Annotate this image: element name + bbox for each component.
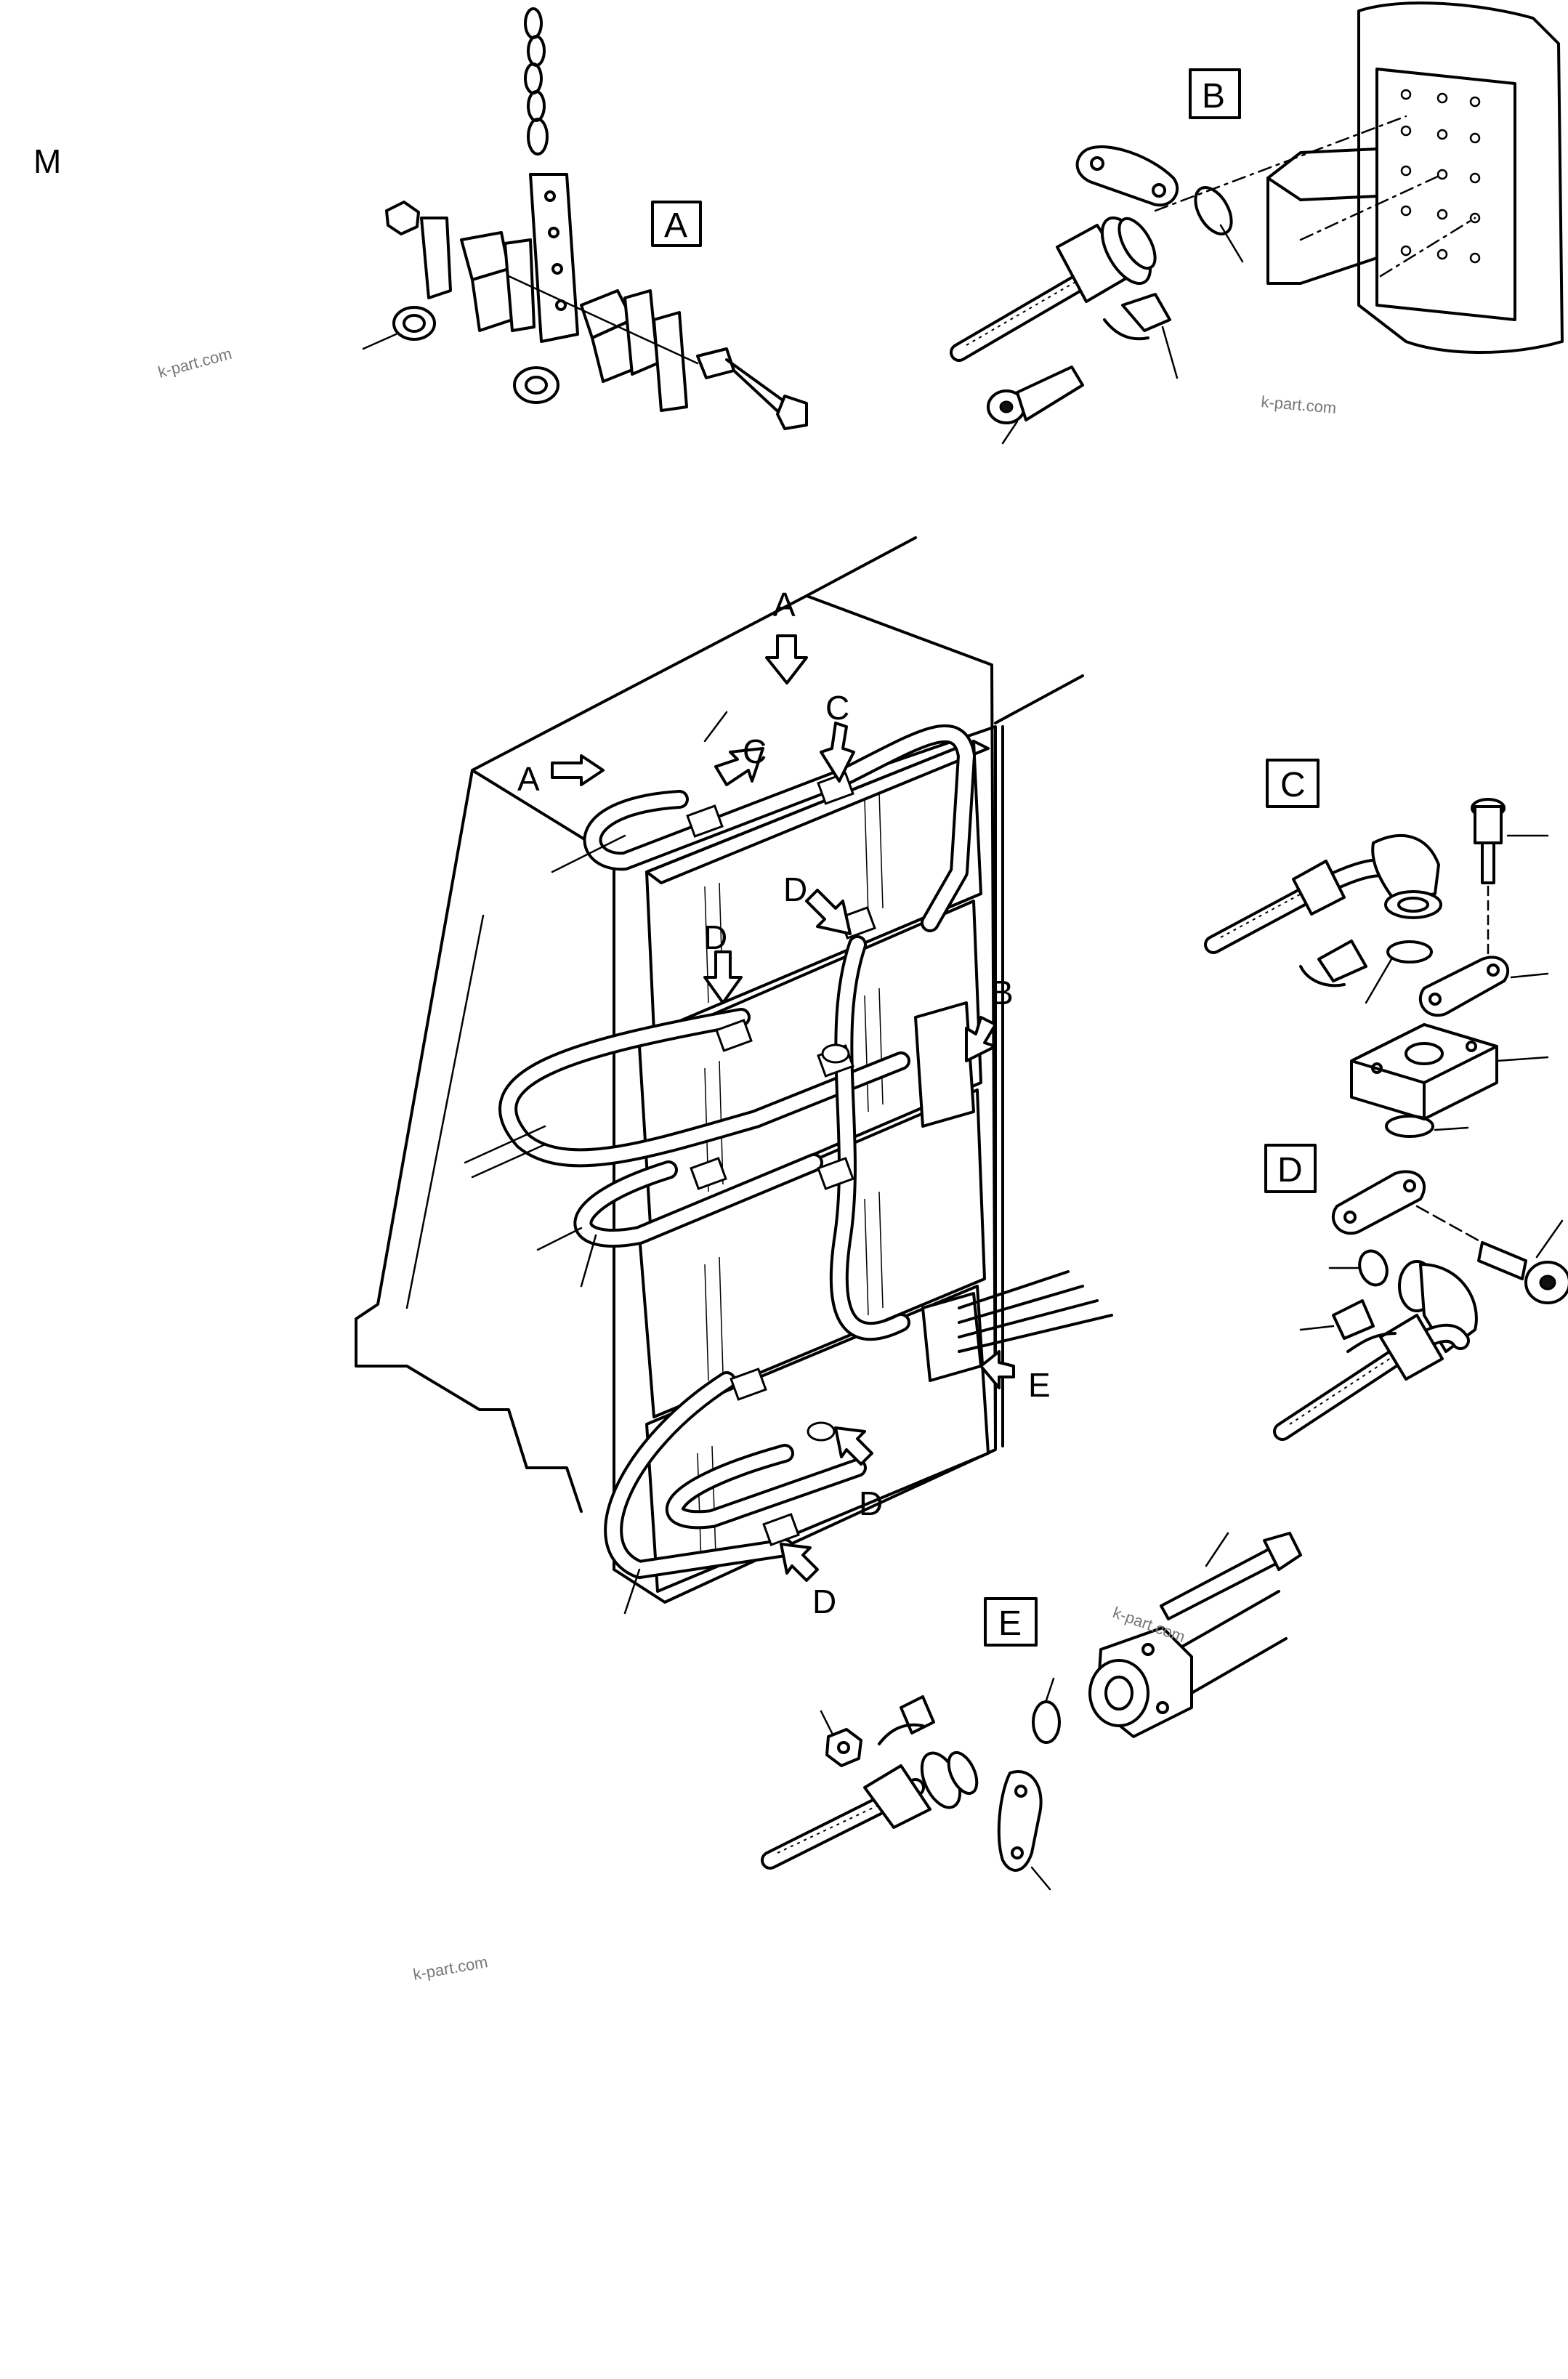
detail-c-label-box <box>1266 759 1320 808</box>
callout-a-left: A <box>517 760 540 798</box>
callout-arrows <box>551 634 1015 1582</box>
watermark-text: k-part.com <box>156 344 234 381</box>
callout-d-bottom: D <box>812 1583 836 1620</box>
detail-e-flange-fitting <box>761 1532 1302 1891</box>
chain-icon <box>524 7 549 155</box>
detail-b-label: B <box>1202 77 1225 116</box>
detail-a-label: A <box>664 206 687 245</box>
watermark-text: k-part.com <box>1261 392 1338 417</box>
callout-a-top: A <box>773 586 796 623</box>
detail-c-label: C <box>1280 766 1306 804</box>
detail-d-label: D <box>1277 1151 1303 1190</box>
callout-d-upper-right: D <box>783 871 807 908</box>
detail-b-label-box <box>1189 68 1241 119</box>
detail-b-flange-connection <box>950 1 1564 445</box>
callout-e-side: E <box>1028 1366 1051 1404</box>
main-assembly-drawing <box>355 536 1113 1615</box>
watermark-text: k-part.com <box>412 1952 490 1984</box>
callout-c-right: C <box>825 689 849 727</box>
callout-d-upper-left: D <box>703 918 727 956</box>
detail-d-elbow-fitting <box>1273 1170 1568 1441</box>
detail-e-label: E <box>998 1604 1022 1643</box>
detail-c-elbow-flange <box>1204 798 1549 1138</box>
detail-e-label-box <box>984 1597 1038 1647</box>
detail-d-label-box <box>1264 1144 1317 1193</box>
callout-d-lower-right: D <box>859 1485 883 1522</box>
callout-b-side: B <box>991 974 1014 1011</box>
detail-a-clamp-assembly <box>362 7 808 430</box>
callout-c-left: C <box>743 732 767 770</box>
detail-a-label-box <box>651 201 702 247</box>
callout-labels: A A C C D D B E D D <box>517 586 1051 1620</box>
page-letter: M <box>33 142 61 180</box>
